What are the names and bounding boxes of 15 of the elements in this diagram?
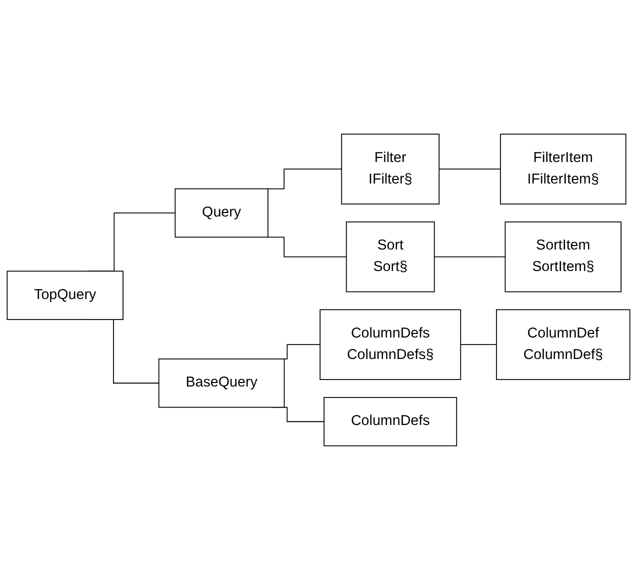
node-box: ColumnDef ColumnDef§	[496, 308, 630, 380]
connector	[266, 168, 342, 189]
node-box: TopQuery	[6, 270, 124, 320]
node-box: FilterItem IFilterItem§	[500, 133, 626, 204]
node-box: BaseQuery	[158, 358, 285, 408]
connector	[460, 344, 497, 345]
node-box: Query	[174, 188, 268, 238]
connector	[266, 236, 347, 257]
node-box: Sort Sort§	[346, 221, 435, 292]
connector	[438, 168, 501, 170]
node-box: ColumnDefs ColumnDefs§	[320, 308, 462, 380]
node-box: SortItem SortItem§	[504, 221, 622, 292]
connector	[434, 256, 506, 257]
node-box: Filter IFilter§	[341, 133, 440, 204]
node-box: ColumnDefs	[324, 396, 458, 446]
